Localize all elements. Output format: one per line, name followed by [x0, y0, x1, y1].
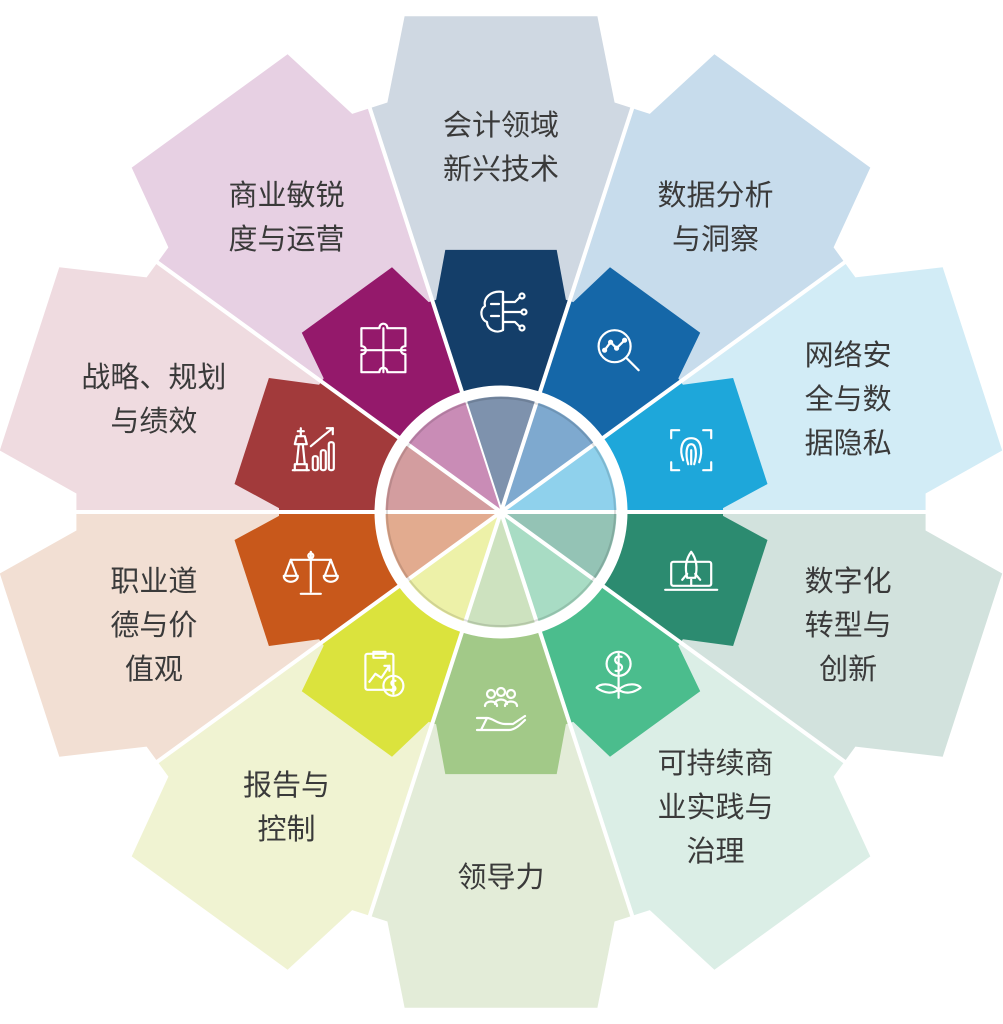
outer-segment-5	[327, 512, 675, 1008]
segment-divider	[332, 0, 503, 513]
hub-segment-2	[501, 443, 618, 512]
segment-divider	[46, 510, 503, 843]
hub-segment-3	[501, 512, 618, 581]
clipboard-chart-dollar-icon	[364, 650, 405, 697]
segment-divider	[499, 0, 670, 513]
hub-ring	[374, 385, 628, 639]
laptop-rocket-icon	[664, 550, 719, 591]
hub-segment-7	[384, 512, 501, 581]
segment-divider	[499, 510, 956, 843]
fingerprint-icon	[670, 429, 713, 472]
inner-segment-0	[408, 249, 594, 512]
hub-segment-5	[464, 512, 538, 630]
hub-segment-0	[464, 395, 538, 512]
segment-divider	[499, 511, 670, 1024]
segment-divider	[332, 511, 503, 1024]
hub-segment-1	[501, 400, 596, 512]
segment-divider	[46, 181, 503, 514]
brain-circuit-icon	[480, 290, 528, 333]
hub-segment-6	[406, 512, 501, 624]
hand-people-icon	[475, 686, 527, 732]
chess-growth-icon	[291, 427, 335, 472]
hub-segment-4	[501, 512, 596, 624]
dollar-plant-icon	[595, 650, 642, 699]
hub-segment-9	[406, 400, 501, 512]
magnifier-analytics-icon	[597, 329, 640, 372]
hub-ring-shadow	[386, 397, 616, 627]
scales-icon	[282, 550, 339, 595]
hub-segment-8	[384, 443, 501, 512]
outer-segment-0	[327, 16, 675, 512]
inner-segment-5	[408, 512, 594, 775]
segment-divider	[499, 181, 956, 514]
icon-layer	[282, 290, 719, 732]
puzzle-icon	[360, 322, 407, 374]
